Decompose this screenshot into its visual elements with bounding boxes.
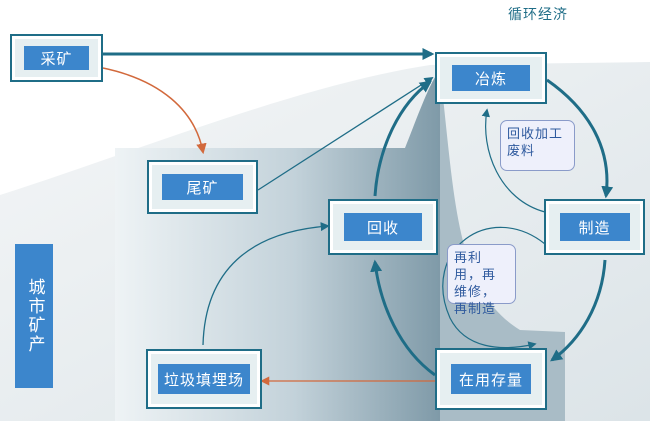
arrow-reuse-loop (442, 226, 546, 350)
region-label-circular-economy: 循环经济 (508, 7, 568, 23)
node-tailings-label: 尾矿 (162, 174, 243, 200)
right-shade (440, 70, 565, 421)
node-tailings: 尾矿 (147, 160, 258, 214)
node-manufacturing-label: 制造 (559, 213, 630, 241)
node-in-use-stock-label: 在用存量 (451, 364, 531, 394)
node-manufacturing: 制造 (544, 199, 645, 255)
arrow-recycling-to-smelting (373, 80, 432, 197)
node-mining: 采矿 (10, 34, 103, 82)
arrow-mining-to-tailings (102, 67, 207, 155)
node-recycling: 回收 (328, 199, 438, 255)
node-landfill-label: 垃圾填埋场 (158, 364, 250, 394)
arrow-manufacturing-to-smelting-scrap (481, 108, 546, 213)
arrow-tailings-to-smelting (257, 77, 434, 191)
node-smelting: 冶炼 (435, 52, 547, 104)
inner-shade (115, 70, 440, 421)
node-recycling-label: 回收 (344, 213, 422, 241)
side-label-urban-mining: 城市矿产 (15, 244, 53, 388)
note-scrap: 回收加工废料 (500, 120, 575, 171)
node-smelting-label: 冶炼 (452, 65, 530, 91)
node-landfill: 垃圾填埋场 (146, 349, 262, 409)
note-reuse: 再利用，再维修，再制造 (447, 244, 516, 317)
arrow-landfill-to-recycling (202, 222, 330, 346)
node-in-use-stock: 在用存量 (435, 348, 547, 410)
arrow-smelting-to-manufacturing (546, 78, 614, 199)
node-mining-label: 采矿 (24, 46, 89, 70)
arrow-manufacturing-to-stock (550, 259, 607, 362)
arrow-stock-to-recycling (370, 259, 436, 377)
